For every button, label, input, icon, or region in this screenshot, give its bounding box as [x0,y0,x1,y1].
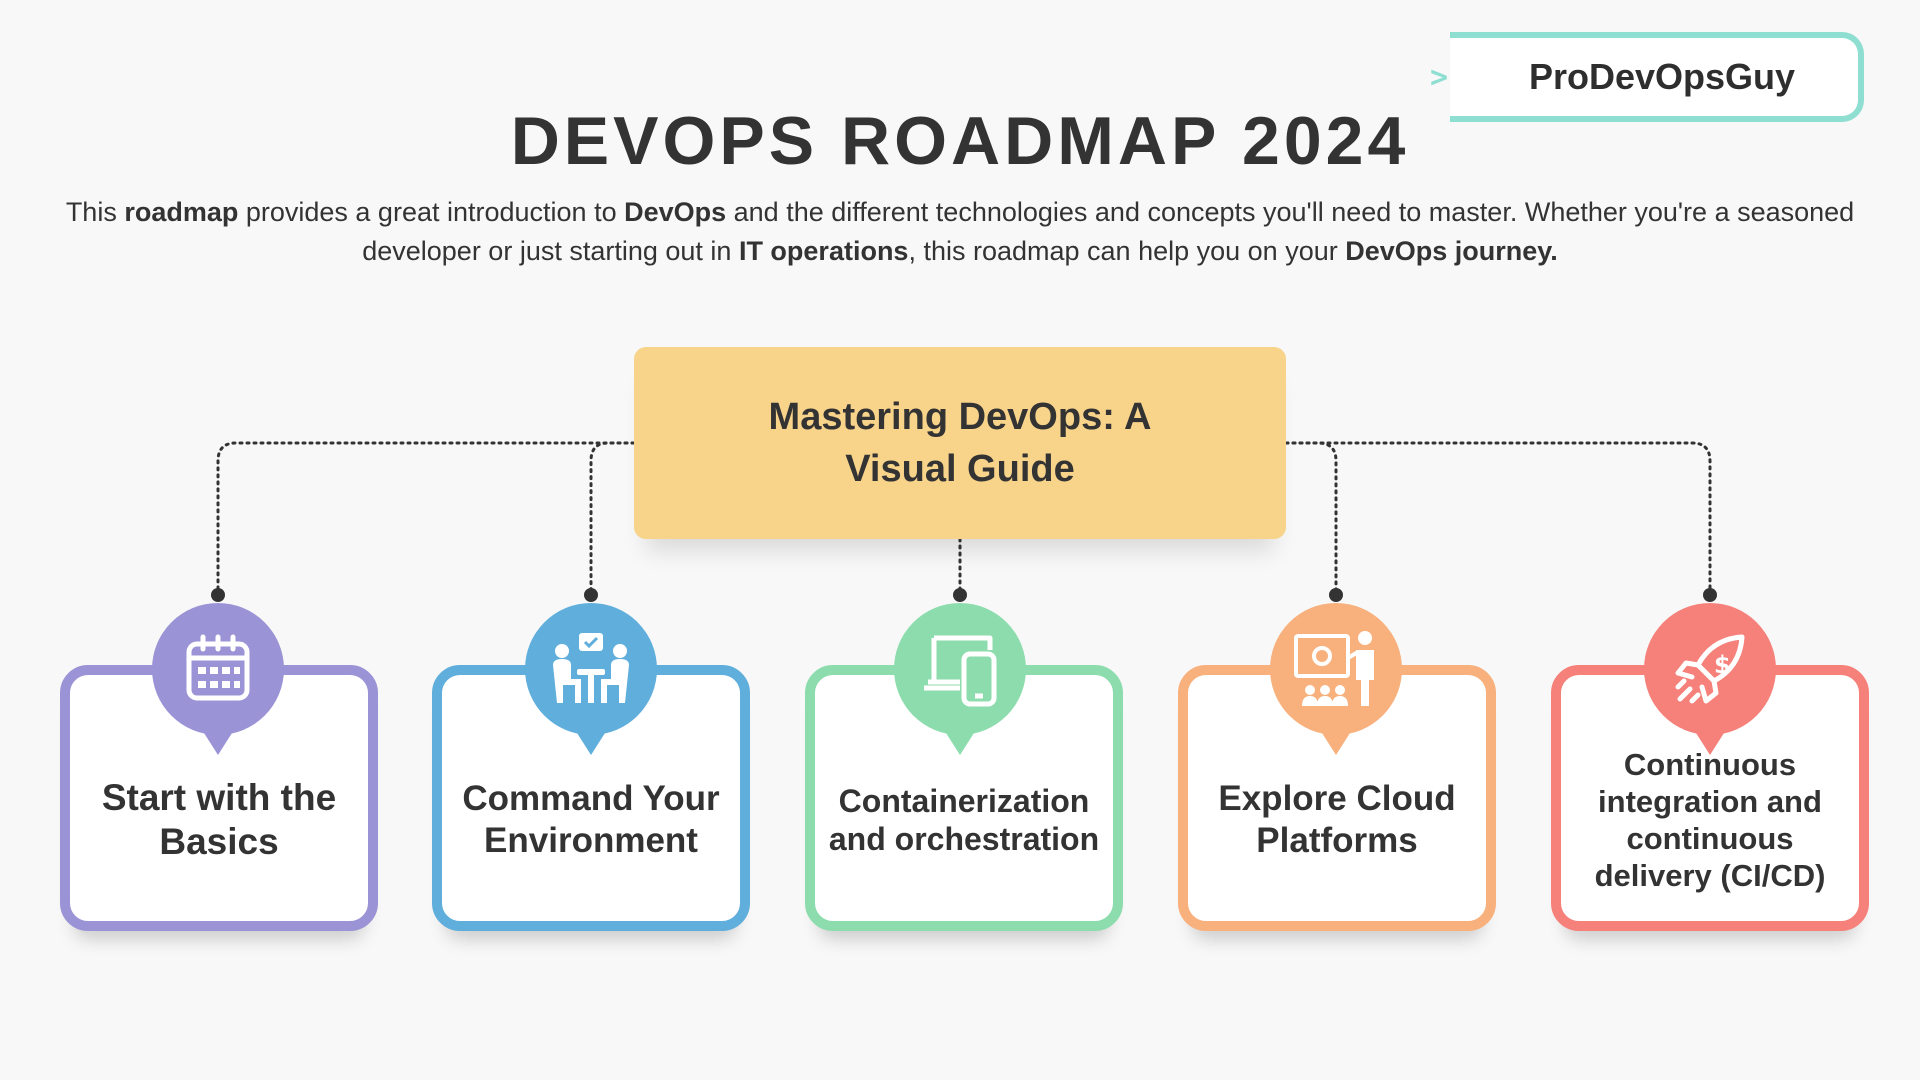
page-title: DEVOPS ROADMAP 2024 [510,103,1410,179]
presentation-icon [1270,603,1402,755]
center-topic-box: Mastering DevOps: A Visual Guide [634,347,1286,539]
connector-card-4 [1284,441,1338,597]
connector-dot [584,588,598,602]
connector-dot [211,588,225,602]
intro-text: and the different technologies and conce… [362,197,1855,266]
intro-text: provides a great introduction to [238,197,625,227]
intro-emphasis: IT operations [738,236,909,266]
card-label: Command Your Environment [462,779,720,860]
roadmap-card-5: Continuous integration and continuous de… [1551,665,1869,931]
intro-text: This [65,197,125,227]
connector-card-5 [1284,441,1712,597]
rocket-dollar-icon: $ [1644,603,1776,755]
intro-emphasis: roadmap [124,197,239,227]
center-topic-title: Mastering DevOps: A Visual Guide [768,396,1152,490]
connector-card-2 [589,441,636,597]
connector-dot [953,588,967,602]
card-label: Explore Cloud Platforms [1218,779,1456,860]
devices-icon [894,603,1026,755]
svg-text:$: $ [1714,651,1731,679]
calendar-icon [152,603,284,755]
intro-paragraph: This roadmap provides a great introducti… [30,193,1890,271]
card-label: Containerization and orchestration [828,783,1100,857]
intro-emphasis: DevOps [624,197,727,227]
connector-dot [1329,588,1343,602]
connector-card-1 [216,441,636,597]
brand-badge-frame [1450,32,1864,122]
intro-text: , this roadmap can help you on your [908,236,1346,266]
connector-dot [1703,588,1717,602]
roadmap-card-2: Command Your Environment [432,665,750,931]
intro-emphasis: DevOps journey. [1345,236,1558,266]
brand-label[interactable]: ProDevOpsGuy [1528,56,1796,97]
team-meeting-icon [525,603,657,755]
card-label: Start with the Basics [101,777,337,862]
brand-chevron-icon: > [1430,60,1449,95]
